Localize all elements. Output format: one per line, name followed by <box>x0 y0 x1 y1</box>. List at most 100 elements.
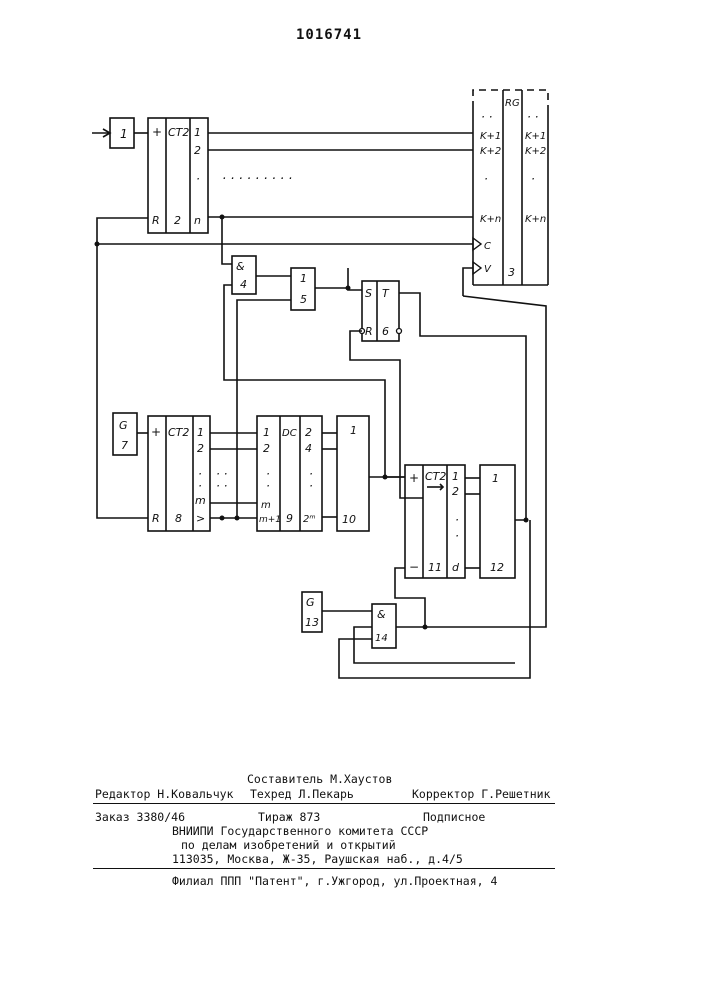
svg-text:12: 12 <box>490 561 504 574</box>
order-line: Заказ 3380/46 <box>95 810 185 824</box>
svg-text:K+1: K+1 <box>480 131 501 142</box>
svg-text:·: · <box>455 529 459 543</box>
svg-text:CT2: CT2 <box>425 470 446 483</box>
svg-text:G: G <box>306 596 315 609</box>
svg-text:·: · <box>484 172 488 186</box>
svg-text:2: 2 <box>305 426 312 439</box>
svg-text:+: + <box>152 125 162 139</box>
org-line-1: ВНИИПИ Государственного комитета СССР <box>172 824 428 838</box>
and-gate-4: & 4 <box>232 256 256 294</box>
svg-text:· ·: · · <box>481 110 492 124</box>
address-line: 113035, Москва, Ж-35, Раушская наб., д.4… <box>172 852 463 866</box>
svg-text:·: · <box>531 172 535 186</box>
svg-text:6: 6 <box>382 325 389 338</box>
svg-text:d: d <box>452 561 460 574</box>
svg-text:C: C <box>484 241 491 252</box>
svg-text:2ᵐ: 2ᵐ <box>303 514 316 525</box>
circulation-line: Тираж 873 <box>258 810 320 824</box>
svg-text:4: 4 <box>240 278 247 291</box>
svg-text:m: m <box>261 500 271 511</box>
svg-text:1: 1 <box>120 127 128 141</box>
svg-text:RG: RG <box>505 98 520 109</box>
svg-text:+: + <box>151 425 161 439</box>
svg-text:7: 7 <box>121 439 128 452</box>
svg-text:DC: DC <box>282 428 297 439</box>
trigger-block-6: S T R 6 <box>360 281 402 341</box>
svg-text:>: > <box>196 512 205 525</box>
or-block-12: 1 12 <box>480 465 515 578</box>
subscription-line: Подписное <box>423 810 485 824</box>
or-gate-5: 1 5 <box>291 268 315 310</box>
svg-text:· · · · ·: · · · · · · · · · <box>222 172 292 187</box>
svg-text:m+1: m+1 <box>259 515 281 525</box>
svg-text:&: & <box>236 260 245 273</box>
circuit-diagram: 1 + CT2 1 2 R 2 n RG · · · · K+1 K+2 K+n… <box>0 0 707 700</box>
svg-text:CT2: CT2 <box>168 426 189 439</box>
svg-text:K+1: K+1 <box>525 131 546 142</box>
svg-text:G: G <box>119 419 128 432</box>
generator-block-7: G 7 <box>113 413 137 455</box>
counter-block-11: + CT2 1 2 · · − 11 d <box>405 465 465 578</box>
svg-text:5: 5 <box>300 293 307 306</box>
svg-text:R: R <box>152 512 160 525</box>
svg-text:·: · <box>266 479 270 493</box>
svg-text:m: m <box>195 494 206 507</box>
svg-text:+: + <box>409 471 419 485</box>
svg-text:13: 13 <box>305 616 319 629</box>
svg-text:·: · <box>455 513 459 527</box>
decoder-block-9: 1 2 DC 2 4 · · · · m m+1 9 2ᵐ <box>257 416 322 531</box>
svg-text:T: T <box>382 287 390 300</box>
svg-text:−: − <box>409 560 419 574</box>
divider-bottom <box>93 868 555 869</box>
svg-text:1: 1 <box>197 426 204 439</box>
svg-text:· ·: · · <box>527 110 538 124</box>
generator-block-13: G 13 <box>302 592 322 632</box>
svg-text:1: 1 <box>263 426 270 439</box>
svg-text:1: 1 <box>300 272 307 285</box>
editor-line: Редактор Н.Ковальчук <box>95 787 233 801</box>
svg-text:K+2: K+2 <box>480 146 501 157</box>
compiler-line: Составитель М.Хаустов <box>247 772 392 786</box>
svg-text:S: S <box>365 287 372 300</box>
svg-text:11: 11 <box>428 561 442 574</box>
svg-text:K+2: K+2 <box>525 146 546 157</box>
block-1: 1 <box>110 118 134 148</box>
svg-text:8: 8 <box>175 512 182 525</box>
svg-text:2: 2 <box>194 144 201 157</box>
svg-text:2: 2 <box>452 485 459 498</box>
techeditor-line: Техред Л.Пекарь <box>250 787 354 801</box>
svg-text:2: 2 <box>263 442 270 455</box>
branch-line: Филиал ППП "Патент", г.Ужгород, ул.Проек… <box>172 874 497 888</box>
svg-text:·: · <box>196 172 200 186</box>
corrector-line: Корректор Г.Решетник <box>412 787 550 801</box>
or-block-10: 1 10 <box>337 416 369 531</box>
svg-text:n: n <box>194 214 201 227</box>
svg-text:9: 9 <box>286 512 293 525</box>
svg-text:R: R <box>152 214 160 227</box>
connection-lines <box>92 129 546 678</box>
register-block-3: RG · · · · K+1 K+2 K+n K+1 K+2 K+n · · C… <box>473 90 548 285</box>
org-line-2: по делам изобретений и открытий <box>181 838 396 852</box>
svg-text:1: 1 <box>194 126 201 139</box>
svg-text:· ·: · · <box>216 479 227 493</box>
svg-text:K+n: K+n <box>480 214 501 225</box>
svg-text:3: 3 <box>508 266 515 279</box>
svg-text:4: 4 <box>305 442 312 455</box>
svg-text:2: 2 <box>174 214 181 227</box>
divider-top <box>93 803 555 804</box>
svg-text:10: 10 <box>342 513 356 526</box>
svg-text:K+n: K+n <box>525 214 546 225</box>
svg-text:2: 2 <box>197 442 204 455</box>
svg-text:R: R <box>365 325 373 338</box>
svg-text:&: & <box>377 608 386 621</box>
svg-text:1: 1 <box>492 472 499 485</box>
svg-text:·: · <box>198 479 202 493</box>
and-gate-14: & 14 <box>372 604 396 648</box>
svg-text:1: 1 <box>350 424 357 437</box>
svg-text:CT2: CT2 <box>168 126 189 139</box>
svg-text:14: 14 <box>375 633 388 644</box>
svg-text:V: V <box>484 264 492 275</box>
counter-block-8: + CT2 1 2 · · m > R 8 <box>148 416 210 531</box>
svg-text:·: · <box>309 479 313 493</box>
svg-text:1: 1 <box>452 470 459 483</box>
